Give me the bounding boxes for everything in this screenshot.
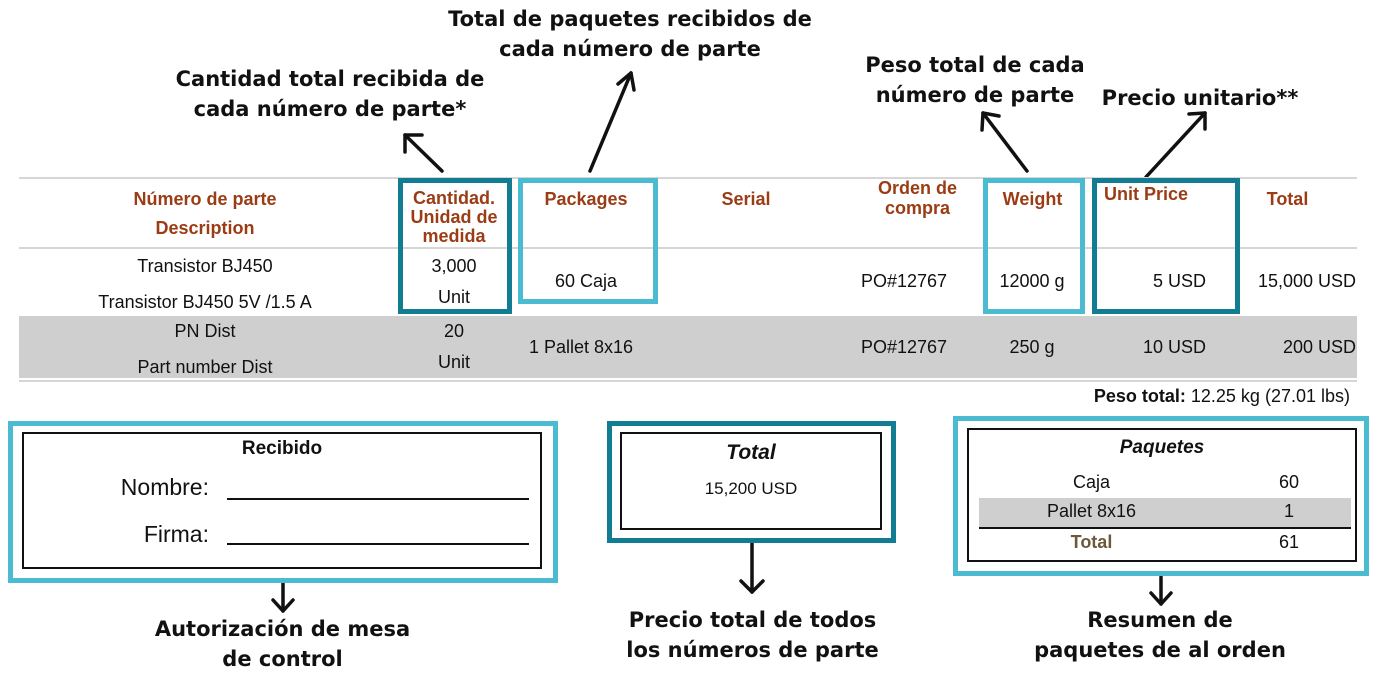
header-serial: Serial bbox=[721, 189, 771, 209]
row1-packages: 60 Caja bbox=[554, 271, 618, 291]
annotation-autorizacion: Autorización de mesa de control bbox=[154, 617, 411, 671]
arrow-precio bbox=[1144, 111, 1207, 179]
annotation-resumen: Resumen de paquetes de al orden bbox=[1034, 608, 1286, 662]
arrow-paquetes bbox=[588, 71, 633, 173]
row1-unit-price: 5 USD bbox=[1152, 271, 1206, 291]
row2-description: Part number Dist bbox=[137, 357, 273, 377]
paquetes-total-label: Total bbox=[1070, 532, 1113, 552]
highlight-weight-column bbox=[983, 178, 1085, 314]
highlight-unit-price-column bbox=[1092, 178, 1240, 314]
row1-description: Transistor BJ450 5V /1.5 A bbox=[98, 292, 312, 312]
nombre-field[interactable] bbox=[227, 498, 529, 500]
highlight-packages-column bbox=[518, 178, 658, 304]
total-value: 15,200 USD bbox=[704, 479, 798, 498]
arrow-peso bbox=[981, 111, 1029, 173]
firma-field[interactable] bbox=[227, 543, 529, 545]
highlight-total bbox=[607, 421, 896, 543]
row2-part: PN Dist bbox=[174, 321, 236, 341]
arrow-cantidad bbox=[403, 133, 444, 173]
paquetes-total-value: 61 bbox=[1278, 532, 1300, 552]
table-header-rule bbox=[19, 247, 1357, 249]
table-top-rule bbox=[19, 177, 1357, 179]
row2-unit: Unit bbox=[437, 352, 470, 372]
row2-qty: 20 bbox=[443, 321, 465, 341]
table-bottom-rule bbox=[19, 380, 1357, 382]
row2-unit-price: 10 USD bbox=[1142, 337, 1206, 357]
row2-total: 200 USD bbox=[1282, 337, 1356, 357]
annotation-precio-total: Precio total de todos los números de par… bbox=[626, 608, 879, 662]
row2-weight: 250 g bbox=[1009, 337, 1055, 357]
row1-qty: 3,000 bbox=[431, 256, 477, 276]
table-row-shading bbox=[19, 316, 1357, 378]
header-packages: Packages bbox=[544, 189, 628, 209]
row1-part: Transistor BJ450 bbox=[137, 256, 273, 276]
firma-label: Firma: bbox=[143, 521, 209, 547]
paquetes-title: Paquetes bbox=[1119, 437, 1205, 458]
paquetes-row-pallet-count: 1 bbox=[1283, 501, 1294, 521]
peso-total: Peso total: 12.25 kg (27.01 lbs) bbox=[980, 386, 1350, 406]
peso-total-value: 12.25 kg (27.01 lbs) bbox=[1190, 386, 1350, 406]
highlight-recibido bbox=[8, 421, 558, 583]
row1-unit: Unit bbox=[437, 287, 470, 307]
paquetes-row-caja-count: 60 bbox=[1278, 472, 1300, 492]
header-quantity: Cantidad. Unidad de medida bbox=[410, 188, 498, 246]
highlight-paquetes bbox=[953, 416, 1369, 576]
header-weight: Weight bbox=[1002, 189, 1063, 209]
annotation-precio: Precio unitario** bbox=[1101, 86, 1299, 110]
annotation-paquetes: Total de paquetes recibidos de cada núme… bbox=[448, 7, 812, 61]
paquetes-row-pallet-name: Pallet 8x16 bbox=[1046, 501, 1137, 521]
paquetes-row-caja-name: Caja bbox=[1072, 472, 1111, 492]
header-unit-price: Unit Price bbox=[1103, 184, 1189, 204]
highlight-quantity-column bbox=[398, 178, 512, 314]
nombre-label: Nombre: bbox=[120, 474, 209, 500]
header-total: Total bbox=[1266, 189, 1309, 209]
total-title: Total bbox=[726, 441, 776, 464]
row1-po: PO#12767 bbox=[860, 271, 948, 291]
row2-po: PO#12767 bbox=[860, 337, 948, 357]
paquetes-row-pallet bbox=[979, 498, 1351, 529]
annotation-peso: Peso total de cada número de parte bbox=[865, 53, 1085, 107]
row1-weight: 12000 g bbox=[999, 271, 1065, 291]
peso-total-label: Peso total: bbox=[1093, 386, 1186, 406]
header-part-number: Número de parte bbox=[133, 189, 277, 209]
paquetes-box: Paquetes Caja 60 Pallet 8x16 1 Total 61 bbox=[967, 428, 1357, 562]
header-description: Description bbox=[155, 218, 255, 238]
recibido-title: Recibido bbox=[241, 438, 323, 459]
recibido-box: Recibido Nombre: Firma: bbox=[22, 432, 542, 569]
row1-total: 15,000 USD bbox=[1257, 271, 1356, 291]
annotation-cantidad: Cantidad total recibida de cada número d… bbox=[175, 67, 485, 121]
header-po: Orden de compra bbox=[877, 178, 957, 218]
total-box: Total 15,200 USD bbox=[620, 432, 882, 530]
row2-packages: 1 Pallet 8x16 bbox=[529, 337, 634, 357]
